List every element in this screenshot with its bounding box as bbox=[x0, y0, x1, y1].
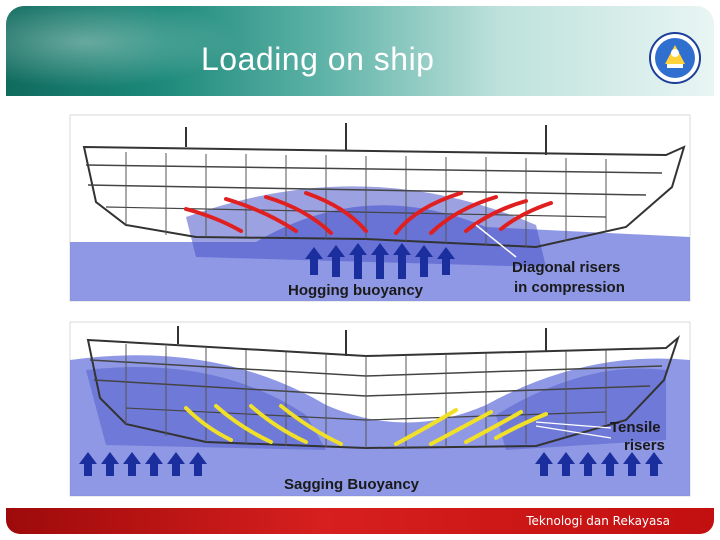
tut-wuri-handayani-emblem-icon bbox=[649, 32, 701, 84]
footer-text: Teknologi dan Rekayasa bbox=[526, 514, 670, 528]
sagging-diagram: Sagging Buoyancy Tensile risers bbox=[66, 320, 694, 498]
footer-bar: Teknologi dan Rekayasa bbox=[6, 508, 714, 534]
sagging-buoyancy-arrows-right bbox=[535, 452, 663, 476]
sagging-risers-label-line1: Tensile bbox=[610, 419, 661, 436]
hogging-buoyancy-label: Hogging buoyancy bbox=[288, 282, 424, 299]
sagging-pointer-line bbox=[535, 421, 612, 439]
hogging-risers-label-line1: Diagonal risers bbox=[512, 259, 620, 276]
slide-title: Loading on ship bbox=[201, 41, 435, 77]
hogging-pointer-line bbox=[475, 224, 517, 258]
sagging-buoyancy-arrows-left bbox=[79, 452, 207, 476]
hogging-ship-hull bbox=[82, 145, 686, 249]
hogging-risers bbox=[184, 191, 553, 235]
header-decoration bbox=[6, 6, 266, 96]
hogging-risers-label-line2: in compression bbox=[514, 279, 625, 296]
header-banner: Loading on ship bbox=[6, 6, 714, 96]
sagging-risers-label-line2: risers bbox=[624, 437, 665, 454]
hogging-diagram: Hogging buoyancy Diagonal risers in comp… bbox=[66, 107, 694, 307]
sagging-buoyancy-label: Sagging Buoyancy bbox=[284, 476, 420, 493]
hogging-buoyancy-arrows bbox=[305, 243, 455, 279]
sagging-risers bbox=[184, 404, 548, 446]
